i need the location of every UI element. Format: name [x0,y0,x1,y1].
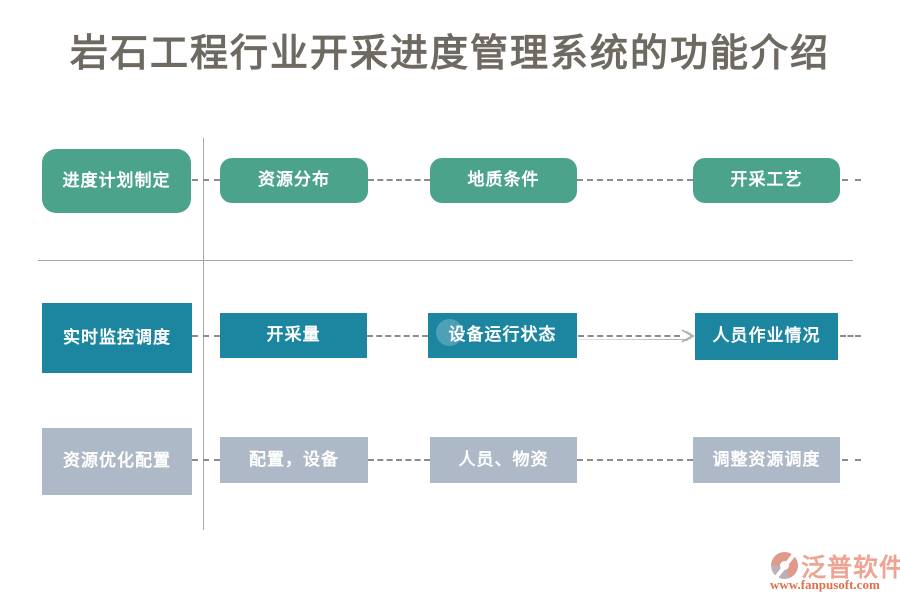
box-realtime-monitoring: 实时监控调度 [42,303,192,373]
arrow-connector [578,339,688,340]
box-mining-technology: 开采工艺 [693,158,840,203]
fanpu-logo-icon [771,552,798,579]
box-config-equipment: 配置，设备 [220,437,368,483]
fanpu-logo-text: 泛普软件 [801,554,900,582]
fanpu-logo-url: www.fanpusoft.com [770,577,880,592]
arrow-head-icon [681,329,696,343]
vertical-divider [203,138,204,530]
dashed-connector [368,179,430,181]
dashed-connector [192,459,220,461]
box-geological-conditions: 地质条件 [430,158,577,203]
horizontal-divider [38,260,853,261]
dashed-connector [192,335,220,337]
dashed-connector [842,459,861,461]
box-personnel-status: 人员作业情况 [695,313,838,360]
box-progress-planning: 进度计划制定 [42,149,191,213]
box-personnel-materials: 人员、物资 [430,437,577,483]
dashed-connector [577,179,693,181]
page-title: 岩石工程行业开采进度管理系统的功能介绍 [69,33,830,75]
box-equipment-status: 设备运行状态 [428,313,577,358]
dashed-connector [577,459,693,461]
arrow-connector-dashes [578,335,680,337]
box-mining-volume: 开采量 [220,313,367,358]
dashed-connector [367,335,428,337]
dashed-connector [368,459,430,461]
box-adjust-resource-scheduling: 调整资源调度 [693,437,840,483]
box-resource-optimization: 资源优化配置 [42,428,192,495]
dashed-connector [842,179,861,181]
box-resource-distribution: 资源分布 [220,158,368,203]
dashed-connector [840,335,861,337]
watermark-circle [436,319,463,346]
dashed-connector [192,179,220,181]
